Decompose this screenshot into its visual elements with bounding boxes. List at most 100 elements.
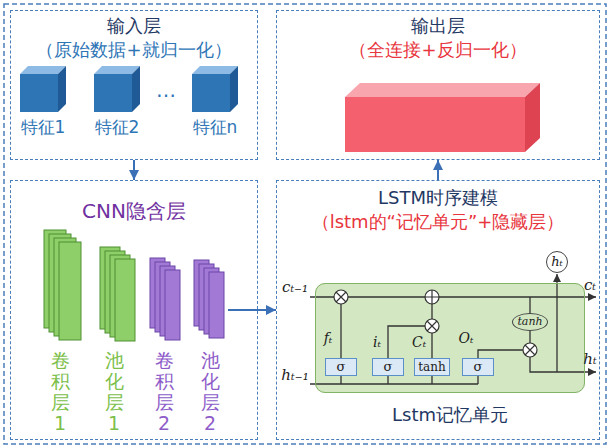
symbol-text: σ <box>384 359 393 375</box>
ellipsis-mark-holder: … <box>156 79 176 102</box>
flow-arrow <box>133 160 135 180</box>
lstm-box: tanh σ σ tanh σLstm记忆单元 hₜ LSTM时序建模（lstm的“记忆单元… <box>276 180 600 440</box>
multiply-symbol <box>427 321 437 331</box>
lstm-wire <box>556 274 557 372</box>
multiply-symbol <box>334 290 537 357</box>
feature-label-holder: 特征2 <box>95 118 140 138</box>
connector-layer <box>134 160 438 310</box>
layer-sheet <box>115 259 135 341</box>
output-circle: hₜ <box>546 251 568 273</box>
layer-label: 卷积层2 <box>155 350 174 434</box>
ellipsis-mark: … <box>156 79 176 102</box>
state-label-holder: cₜ₋₁ <box>282 279 308 296</box>
feature-cube <box>20 66 66 112</box>
flow-arrow <box>258 309 276 311</box>
tanh-ellipse: tanh <box>512 313 548 331</box>
box-title: （lstm的“记忆单元”+隐藏层） <box>312 211 565 233</box>
text-stack: Lstm记忆单元 <box>316 404 584 426</box>
symbol-text: tanh <box>517 315 542 328</box>
gate-label-holder: Oₜ <box>459 330 474 346</box>
state-label: cₜ₋₁ <box>282 279 308 296</box>
layer-label-holder: 卷积层2 <box>155 350 174 434</box>
symbol-text: hₜ <box>551 254 563 270</box>
multiply-symbol <box>525 345 535 355</box>
cell-caption: Lstm记忆单元 <box>392 404 508 426</box>
lstm-wire <box>431 304 432 319</box>
symbol-text: tanh <box>418 360 445 374</box>
tanh-gate: tanh <box>414 358 450 376</box>
layer-label: 池化层1 <box>105 350 124 434</box>
layer-label-holder: 卷积层1 <box>51 350 70 434</box>
cell-fill <box>315 283 585 393</box>
box-title: LSTM时序建模 <box>378 187 498 209</box>
box-title: （原始数据+就归一化） <box>36 39 231 61</box>
state-label: hₜ <box>583 351 596 368</box>
lstm-wire <box>478 350 523 358</box>
flow-arrow <box>437 160 439 180</box>
output-layer-box: 输出层（全连接+反归一化） <box>276 10 600 160</box>
gate-label-holder: fₜ <box>324 330 333 346</box>
text-stack: 输入层（原始数据+就归一化） <box>11 15 257 60</box>
feature-cube <box>192 66 238 112</box>
box-title: CNN隐含层 <box>82 199 186 223</box>
multiply-symbol <box>425 319 439 333</box>
output-bar <box>345 97 525 152</box>
layer-sheet <box>209 272 224 338</box>
multiply-symbol <box>523 343 537 357</box>
sigmoid-gate: σ <box>462 358 494 376</box>
layer-label-holder: 池化层2 <box>201 350 220 434</box>
lstm-wire <box>340 304 341 358</box>
cnn-output-line <box>228 309 258 311</box>
state-label-holder: hₜ₋₁ <box>281 367 308 384</box>
add-symbol <box>425 290 439 304</box>
gate-label-holder: iₜ <box>373 334 381 350</box>
state-label: hₜ₋₁ <box>281 367 308 384</box>
state-label-holder: cₜ <box>584 277 596 294</box>
gate-label: Oₜ <box>459 330 474 346</box>
layer-label-holder: 池化层1 <box>105 350 124 434</box>
sigmoid-gate: σ <box>372 358 404 376</box>
text-stack: 输出层（全连接+反归一化） <box>277 15 599 60</box>
output-bar <box>345 83 540 97</box>
cnn-hidden-box: CNN隐含层 <box>10 180 258 440</box>
multiply-symbol <box>334 290 348 304</box>
layer-label: 卷积层1 <box>51 350 70 434</box>
layer-sheet <box>165 270 180 340</box>
symbol-text: σ <box>337 359 346 375</box>
feature-cube <box>20 66 238 112</box>
output-bar <box>345 83 540 152</box>
lstm-wire <box>310 383 478 384</box>
lstm-cell: tanhσσtanhσLstm记忆单元 <box>315 283 585 393</box>
layer-sheet <box>59 242 81 340</box>
gate-label: iₜ <box>373 334 381 350</box>
state-label: cₜ <box>584 277 596 294</box>
box-title: 输入层 <box>107 15 161 37</box>
text-stack: CNN隐含层 <box>11 199 257 223</box>
add-symbol <box>425 290 439 304</box>
lstm-wire <box>341 376 478 384</box>
symbol-text: σ <box>474 359 483 375</box>
cnn-layer-stack <box>44 230 224 341</box>
feature-cube <box>94 66 140 112</box>
multiply-symbol <box>336 292 346 302</box>
feature-label: 特征2 <box>95 118 140 138</box>
text-stack: LSTM时序建模（lstm的“记忆单元”+隐藏层） <box>277 187 599 232</box>
box-title: （全连接+反归一化） <box>349 39 526 61</box>
feature-label-holder: 特征1 <box>21 118 66 138</box>
state-label-holder: hₜ <box>583 351 596 368</box>
feature-label: 特征1 <box>21 118 66 138</box>
sigmoid-gate: σ <box>325 358 357 376</box>
input-layer-box: 输入层（原始数据+就归一化） <box>10 10 258 160</box>
lstm-wire <box>529 331 530 343</box>
gate-label: fₜ <box>324 330 333 346</box>
lstm-wire <box>431 333 432 358</box>
layer-label: 池化层2 <box>201 350 220 434</box>
add-symbol <box>425 290 439 304</box>
lstm-wire <box>529 297 530 313</box>
feature-label-holder: 特征n <box>193 118 238 138</box>
outer-frame <box>4 4 606 444</box>
gate-label-holder: Cₜ <box>412 334 426 350</box>
lstm-wire <box>310 274 596 384</box>
lstm-wire <box>310 296 596 297</box>
output-bar <box>525 83 540 152</box>
